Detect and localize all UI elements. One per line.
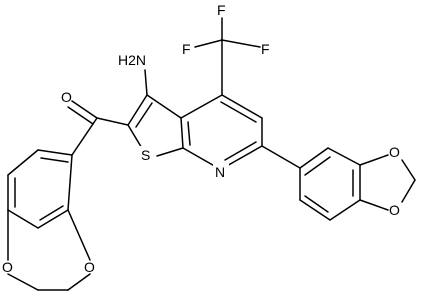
dioxane-oxygen-right-label: O (84, 259, 95, 275)
bond-c4-c5 (221, 94, 263, 119)
carbonyl-oxygen-label: O (61, 89, 72, 105)
bond-ch2-o-right (67, 273, 91, 291)
dioxole-oxygen-top-label: O (389, 144, 400, 160)
bond-o-top-ch2 (401, 159, 416, 181)
bond-lines (7, 17, 416, 291)
bond-bz5-bz6 (299, 199, 331, 221)
dioxole-oxygen-bottom-label: O (389, 202, 400, 218)
bond-o-bottom-bz4 (359, 199, 389, 211)
bond-c6-aryl (261, 145, 301, 169)
atom-labels: H2N F F F O S N O O O O (2, 2, 400, 275)
bond-c3-c2 (127, 94, 148, 126)
bond-ar1-ar2-double (40, 157, 69, 163)
bond-bz5-bz6-double (304, 195, 329, 213)
bond-c4-c5-double (220, 101, 257, 123)
bond-ch2-o-bottom (401, 179, 416, 203)
fluorine-top-label: F (217, 2, 226, 18)
bond-ar1-ar2 (37, 149, 73, 156)
bond-c7a-c3a (180, 117, 184, 149)
bond-c4-c3a (180, 94, 223, 119)
bond-cf3-f-left (194, 39, 223, 48)
bond-carbonyl-o (71, 100, 98, 119)
bond-c3a-c3 (146, 94, 182, 119)
bond-bz3-o-top (359, 154, 389, 166)
bond-ar5-ar6 (37, 209, 69, 229)
pyridine-nitrogen-label: N (215, 164, 225, 180)
bond-o-right-ar6 (67, 209, 91, 261)
fluorine-right-label: F (261, 41, 270, 57)
bond-bz1-bz2 (299, 147, 329, 169)
bond-c6-n7 (224, 145, 263, 168)
dioxane-oxygen-left-label: O (2, 259, 13, 275)
bond-ar2-ar3 (7, 149, 39, 176)
bond-c2-carbonyl (96, 117, 129, 126)
thiophene-sulfur-label: S (141, 147, 150, 163)
bond-carbonyl-ar (71, 117, 98, 156)
fluorine-left-label: F (182, 41, 191, 57)
bond-c3-c2-double (135, 102, 153, 128)
bond-ar4-ar5 (7, 209, 39, 229)
bond-c3-amine (144, 69, 148, 96)
bond-n7-c7a (182, 147, 219, 169)
bond-s1-c7a (156, 147, 184, 157)
bond-carbonyl-o-double (67, 106, 94, 125)
bond-ar5-ar6-double (39, 205, 64, 221)
bond-cf3-f-right (221, 39, 261, 48)
bond-c7a-c3a-double (187, 121, 191, 146)
bond-bz4-bz5 (329, 199, 361, 221)
bond-bz1-bz2-double (304, 156, 331, 176)
bond-c2-s1 (127, 124, 144, 151)
bond-bz2-bz3 (327, 147, 361, 166)
amine-label: H2N (118, 52, 146, 68)
bond-c6-n7-double (224, 141, 257, 161)
bond-ar6-ar1 (67, 154, 73, 211)
bond-o-left-ch2 (7, 273, 39, 291)
